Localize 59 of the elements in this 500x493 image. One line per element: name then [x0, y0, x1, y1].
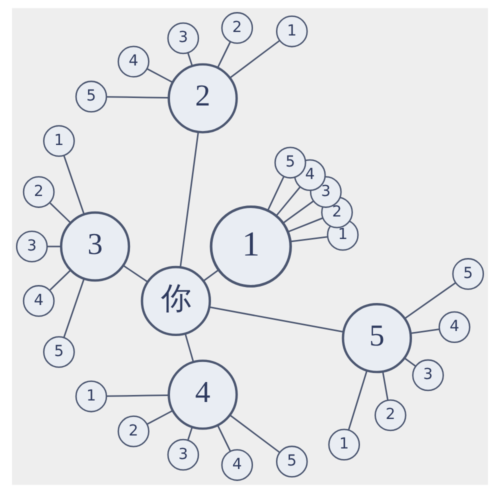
node-circle: 1	[75, 380, 108, 412]
connector	[410, 328, 440, 334]
connector	[267, 176, 284, 211]
node-circle: 5	[274, 146, 306, 179]
connector	[202, 270, 219, 282]
connector	[290, 236, 328, 242]
connector	[217, 425, 232, 452]
connector	[209, 306, 344, 333]
connector	[106, 96, 169, 99]
node-circle: 2	[168, 63, 238, 134]
connector	[123, 265, 148, 283]
connector	[288, 217, 323, 233]
node-circle: 3	[167, 438, 200, 471]
connector	[230, 414, 280, 454]
connector	[63, 155, 85, 215]
connector	[146, 68, 173, 83]
node-circle: 5	[452, 258, 484, 290]
connector	[146, 410, 173, 425]
node-circle: 5	[75, 80, 108, 112]
connector	[282, 200, 314, 224]
node-circle: 5	[43, 336, 75, 368]
connector	[348, 370, 368, 430]
node-circle: 2	[374, 399, 406, 432]
connector	[47, 246, 61, 248]
connector	[404, 358, 416, 367]
node-circle: 2	[118, 415, 150, 448]
connector	[106, 394, 169, 397]
connector	[404, 282, 456, 320]
node-circle: 2	[221, 12, 254, 44]
connector	[230, 40, 280, 78]
connector	[63, 278, 85, 338]
node-circle: 2	[321, 196, 353, 228]
connector	[187, 52, 193, 66]
node-circle: 3	[16, 230, 48, 262]
connector	[217, 41, 232, 68]
connector	[187, 426, 193, 440]
node-circle: 2	[22, 176, 55, 208]
node-circle: 4	[221, 449, 254, 481]
node-circle: 3	[412, 359, 444, 392]
node-circle: 4	[438, 311, 470, 344]
connector	[184, 334, 194, 362]
node-circle: 4	[168, 360, 238, 430]
node-circle: 1	[43, 125, 75, 157]
connector	[50, 202, 72, 224]
connector	[180, 132, 200, 268]
connector	[50, 270, 72, 291]
node-circle: 1	[326, 218, 359, 251]
node-circle: 1	[276, 16, 308, 48]
node-circle: 3	[60, 211, 130, 282]
node-circle: 1	[210, 205, 292, 288]
connector	[382, 372, 389, 400]
node-circle: 5	[342, 303, 412, 374]
node-circle: 4	[22, 285, 55, 317]
node-circle: 4	[118, 46, 150, 78]
node-circle: 你	[140, 266, 211, 336]
connector	[276, 186, 301, 216]
node-circle: 1	[328, 428, 360, 461]
node-circle: 5	[276, 446, 308, 478]
node-circle: 3	[167, 22, 200, 54]
